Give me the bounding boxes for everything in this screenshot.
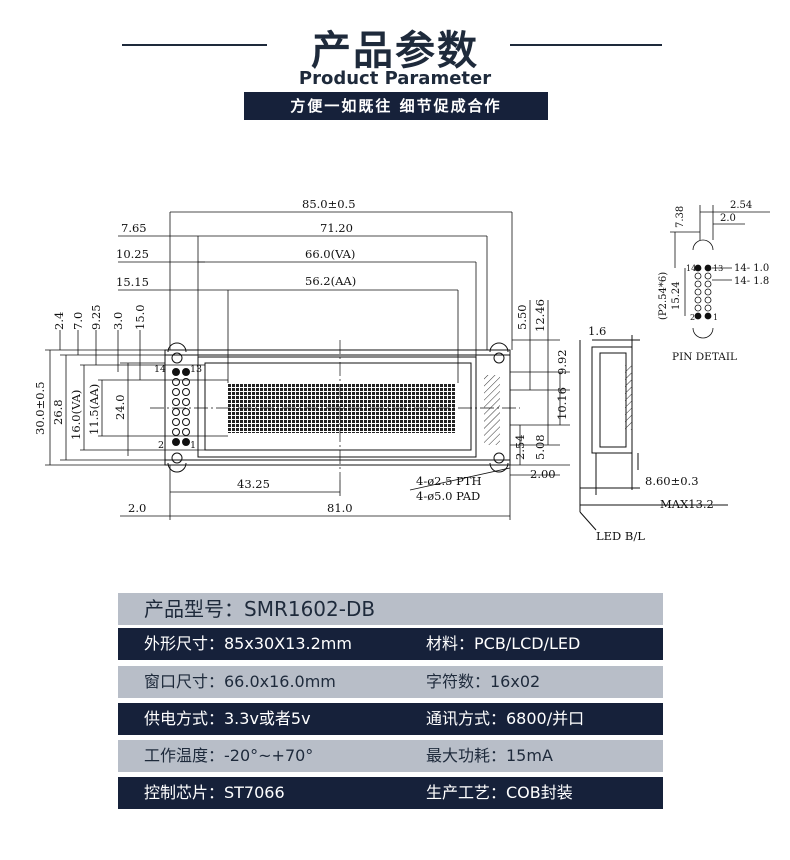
spec-interface: 通讯方式：6800/并口 <box>426 709 585 728</box>
top-dimensions <box>118 211 513 383</box>
page-subtitle: Product Parameter <box>298 68 492 89</box>
dim-9-25: 9.25 <box>89 304 103 330</box>
spec-characters: 字符数：16x02 <box>426 672 541 691</box>
pin-detail <box>670 205 770 339</box>
pd-7-38: 7.38 <box>675 206 686 228</box>
dim-24-0: 24.0 <box>113 394 127 420</box>
pd-pin-1: 1 <box>713 313 718 322</box>
spec-row: 控制芯片：ST7066 生产工艺：COB封装 <box>118 777 663 809</box>
pin-header <box>172 368 190 446</box>
spec-process: 生产工艺：COB封装 <box>426 783 573 802</box>
dim-12-46: 12.46 <box>533 299 547 332</box>
pd-2-0: 2.0 <box>720 213 736 224</box>
spec-power: 供电方式：3.3v或者5v <box>144 709 311 728</box>
dim-2-00: 2.00 <box>530 467 556 481</box>
header: 产品参数 Product Parameter 方便一如既往 细节促成合作 <box>0 0 790 130</box>
dim-16va: 16.0(VA) <box>69 390 83 440</box>
dim-15-15: 15.15 <box>116 275 149 289</box>
dim-26-8: 26.8 <box>51 399 65 425</box>
right-dimensions <box>510 300 570 466</box>
dim-aa: 56.2(AA) <box>305 274 356 288</box>
pin-1-label: 1 <box>190 440 196 451</box>
spec-material: 材料：PCB/LCD/LED <box>426 634 581 653</box>
dim-10-25: 10.25 <box>116 247 149 261</box>
pd-pin-2: 2 <box>690 313 695 322</box>
spec-dimensions: 外形尺寸：85x30X13.2mm <box>144 634 352 653</box>
pd-14-1-8: 14- 1.8 <box>734 276 769 287</box>
module-outline <box>164 349 511 466</box>
dim-10-16: 10.16 <box>555 387 569 420</box>
dim-9-92: 9.92 <box>555 349 569 375</box>
dim-11-5aa: 11.5(AA) <box>87 384 101 435</box>
dim-2-4: 2.4 <box>52 312 66 330</box>
pd-14-1-0: 14- 1.0 <box>734 263 769 274</box>
dim-5-08: 5.08 <box>533 434 547 460</box>
dim-43-25: 43.25 <box>237 477 270 491</box>
center-lines <box>150 340 520 480</box>
dim-2-0: 2.0 <box>128 501 146 515</box>
title-rule-right <box>510 44 662 46</box>
side-view-hatch <box>625 365 632 430</box>
dim-2-54b: 2.54 <box>513 434 527 460</box>
pth-note: 4-ø2.5 PTH <box>416 474 482 488</box>
dim-15-0: 15.0 <box>133 304 147 330</box>
pd-2-54: 2.54 <box>730 200 752 211</box>
pd-pin-13: 13 <box>713 264 723 273</box>
dim-81: 81.0 <box>327 501 353 515</box>
pin-14-label: 14 <box>154 364 166 375</box>
mounting-holes <box>167 342 509 473</box>
pd-p254: (P2.54*6) <box>658 272 669 320</box>
pin-2-label: 2 <box>158 440 164 451</box>
dim-5-50: 5.50 <box>515 304 529 330</box>
bottom-dimensions <box>120 465 560 520</box>
dim-71-20: 71.20 <box>320 221 353 235</box>
spec-row: 外形尺寸：85x30X13.2mm 材料：PCB/LCD/LED <box>118 628 663 660</box>
spec-controller: 控制芯片：ST7066 <box>144 783 285 802</box>
model-label: 产品型号：SMR1602-DB <box>144 597 376 621</box>
title-rule-left <box>122 44 267 46</box>
side-1-6: 1.6 <box>588 324 606 338</box>
dim-7-65: 7.65 <box>121 221 147 235</box>
slogan-banner: 方便一如既往 细节促成合作 <box>244 92 548 120</box>
side-8-60: 8.60±0.3 <box>645 474 699 488</box>
pin-detail-label: PIN DETAIL <box>672 351 737 363</box>
side-max: MAX13.2 <box>660 497 714 511</box>
led-label: LED B/L <box>596 529 645 543</box>
spec-model-row: 产品型号：SMR1602-DB <box>118 593 663 625</box>
dim-30: 30.0±0.5 <box>33 381 47 435</box>
pd-pin-14: 14 <box>686 264 696 273</box>
dim-85: 85.0±0.5 <box>302 197 356 211</box>
pad-note: 4-ø5.0 PAD <box>416 489 480 503</box>
spec-window-size: 窗口尺寸：66.0x16.0mm <box>144 672 336 691</box>
page-title: 产品参数 <box>311 28 479 74</box>
dim-va: 66.0(VA) <box>305 247 355 261</box>
spec-row: 工作温度：-20°~+70° 最大功耗：15mA <box>118 740 663 772</box>
dim-3-0: 3.0 <box>111 312 125 330</box>
pin-13-label: 13 <box>190 364 202 375</box>
spec-max-power: 最大功耗：15mA <box>426 746 553 765</box>
dim-7-0: 7.0 <box>71 312 85 330</box>
spec-row: 供电方式：3.3v或者5v 通讯方式：6800/并口 <box>118 703 663 735</box>
dimension-drawing: 85.0±0.5 71.20 66.0(VA) 56.2(AA) 7.65 10… <box>33 197 770 543</box>
pd-15-24: 15.24 <box>671 281 682 310</box>
led-hatch <box>484 375 500 445</box>
left-dimensions <box>45 330 228 466</box>
spec-temperature: 工作温度：-20°~+70° <box>144 746 314 765</box>
spec-row: 窗口尺寸：66.0x16.0mm 字符数：16x02 <box>118 666 663 698</box>
